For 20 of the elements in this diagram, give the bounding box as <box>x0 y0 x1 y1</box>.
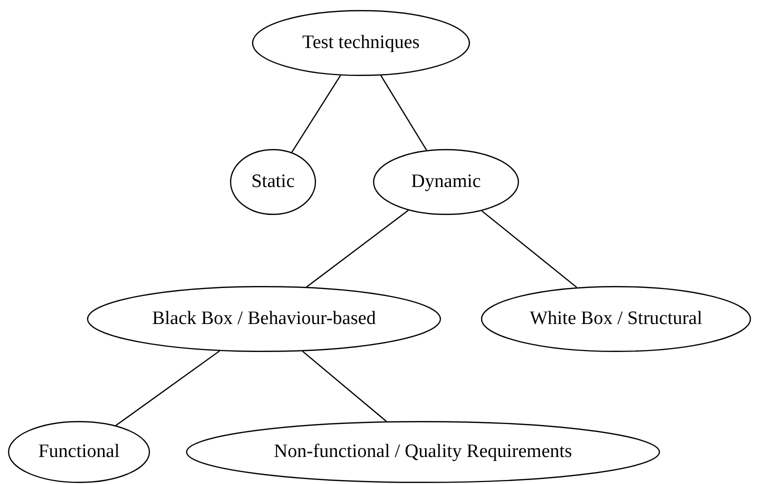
connector-line <box>481 210 578 288</box>
connector-line <box>302 350 387 422</box>
node-label: Functional <box>38 441 120 463</box>
node-label: Dynamic <box>411 171 481 193</box>
node-label: Static <box>251 171 295 193</box>
connector-line <box>380 75 428 150</box>
ellipse-node <box>186 421 660 483</box>
node-label: Black Box / Behaviour-based <box>152 308 376 330</box>
connector-line <box>306 210 409 288</box>
ellipse-node <box>87 286 441 352</box>
connector-line <box>116 350 220 426</box>
ellipse-node <box>8 421 150 483</box>
ellipse-node <box>481 286 751 352</box>
ellipse-node <box>373 149 519 215</box>
node-label: White Box / Structural <box>530 308 702 330</box>
ellipse-node <box>230 149 316 215</box>
ellipse-node <box>252 10 470 76</box>
node-label: Non-functional / Quality Requirements <box>274 441 572 463</box>
node-label: Test techniques <box>302 32 420 54</box>
connector-line <box>291 75 341 153</box>
